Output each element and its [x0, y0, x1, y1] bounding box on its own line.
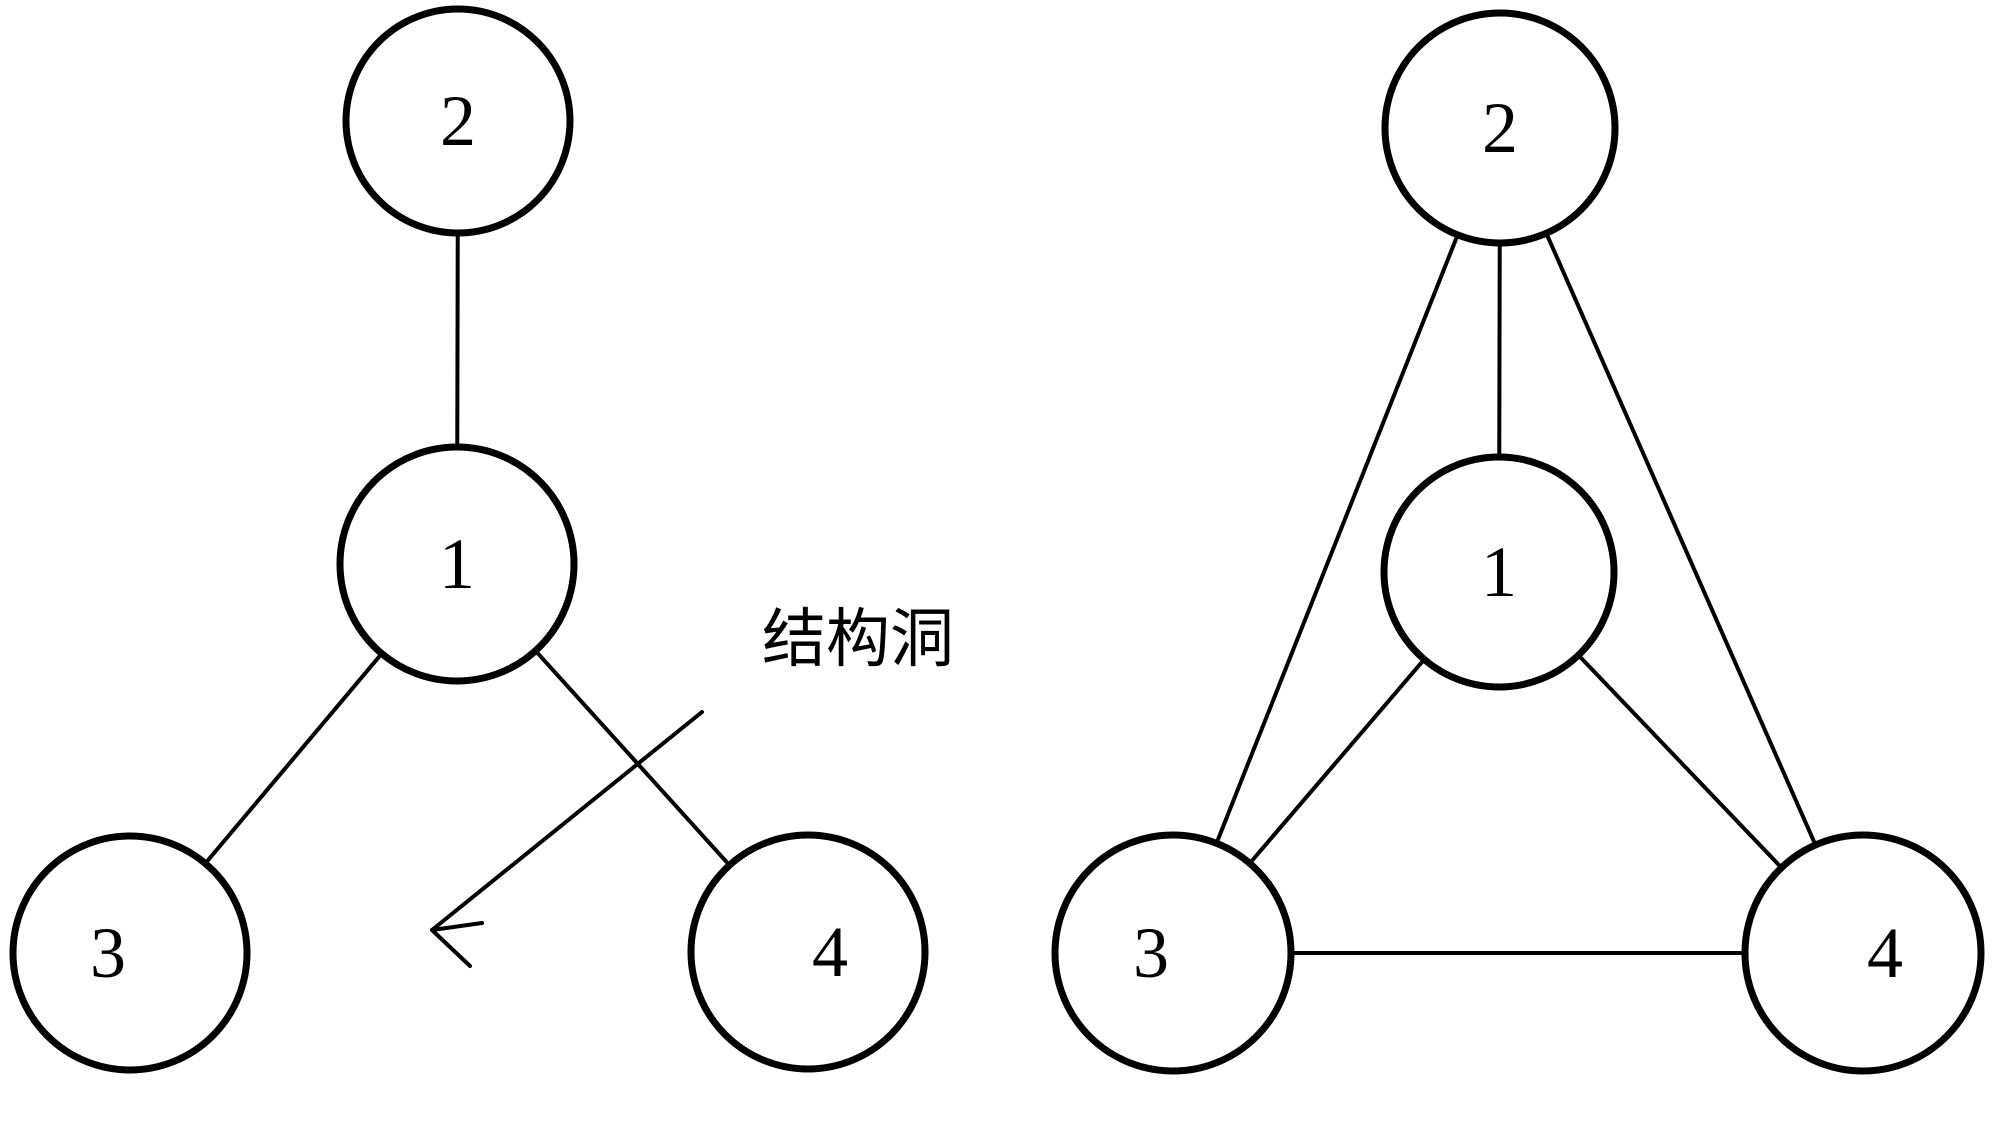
node-circle-2[interactable] [1381, 9, 1619, 247]
edges-layer [201, 227, 1819, 955]
right-graph-nodes: 2 1 3 4 [1051, 9, 1985, 1075]
edge-2-3 [1213, 230, 1461, 849]
node-4[interactable]: 4 [687, 831, 929, 1073]
node-circle-3[interactable] [9, 832, 251, 1074]
node-circle-1[interactable] [1380, 453, 1618, 691]
structural-hole-arrow-head [430, 921, 484, 968]
node-1[interactable]: 1 [336, 443, 578, 685]
annotation-layer [430, 710, 704, 968]
node-label-1: 1 [439, 524, 475, 604]
node-circle-2[interactable] [342, 5, 574, 237]
node-label-3: 3 [1133, 913, 1169, 993]
node-4[interactable]: 4 [1741, 831, 1985, 1075]
node-label-4: 4 [1867, 913, 1903, 993]
node-label-2: 2 [1482, 88, 1518, 168]
node-3[interactable]: 3 [9, 832, 251, 1074]
edge-2-4 [1543, 228, 1819, 850]
node-2[interactable]: 2 [1381, 9, 1619, 247]
structural-hole-pointer-line [430, 710, 704, 932]
node-circle-3[interactable] [1051, 831, 1295, 1075]
nodes-layer: 2 1 3 4 2 1 3 4 [9, 5, 1985, 1075]
node-label-2: 2 [440, 81, 476, 161]
node-circle-1[interactable] [336, 443, 578, 685]
node-2[interactable]: 2 [342, 5, 574, 237]
node-label-1: 1 [1481, 532, 1517, 612]
structural-hole-label: 结构洞 [762, 603, 954, 677]
node-label-4: 4 [812, 912, 848, 992]
edge-1-4 [1574, 650, 1786, 872]
edge-1-3 [201, 649, 386, 868]
node-circle-4[interactable] [687, 831, 929, 1073]
left-graph-edges [201, 227, 734, 870]
edge-1-4 [531, 646, 734, 870]
node-3[interactable]: 3 [1051, 831, 1295, 1075]
left-graph-nodes: 2 1 3 4 [9, 5, 929, 1074]
node-1[interactable]: 1 [1380, 453, 1618, 691]
edge-1-3 [1245, 655, 1429, 868]
right-graph-edges [1213, 228, 1819, 955]
node-label-3: 3 [90, 913, 126, 993]
node-circle-4[interactable] [1741, 831, 1985, 1075]
